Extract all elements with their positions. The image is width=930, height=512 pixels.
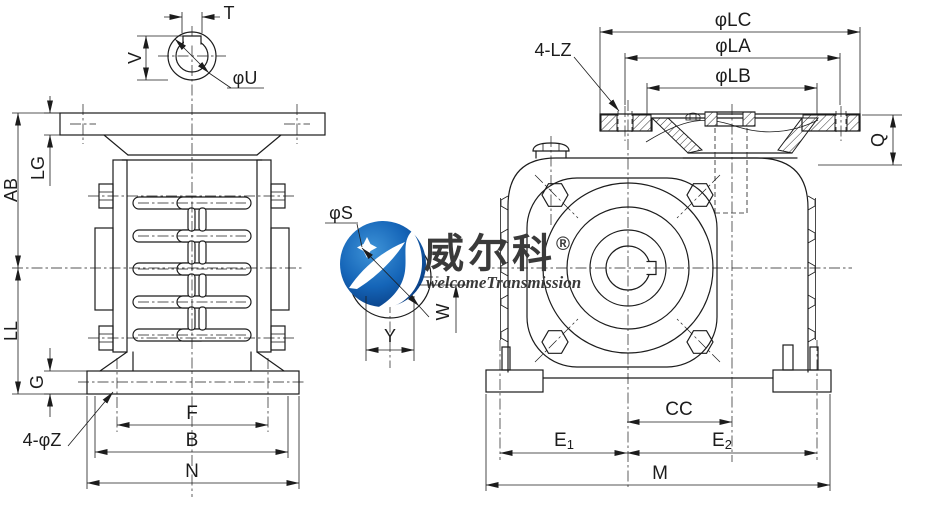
dim-label-lg: LG (28, 156, 48, 180)
dim-label-n: N (185, 461, 199, 482)
dim-label-y: Y (384, 326, 396, 346)
base-plate (86, 370, 300, 395)
dim-label-phi-lb: φLB (715, 66, 751, 87)
dim-label-t: T (224, 3, 235, 23)
dim-label-ll: LL (1, 321, 21, 341)
dim-label-phi-s: φS (329, 203, 353, 223)
dim-label-e1: E1 (554, 430, 574, 452)
input-flange-section (599, 104, 861, 462)
registered-mark: ® (556, 234, 574, 255)
input-shaft-outer (167, 31, 217, 81)
dim-label-base-holes: 4-φZ (23, 430, 62, 450)
dim-label-v: V (125, 52, 145, 64)
side-plate-left (112, 159, 128, 353)
foot-left (485, 369, 544, 393)
bearing-boss-right (270, 227, 290, 311)
dim-label-phi-lc: φLC (715, 10, 752, 31)
dim-label-b: B (186, 430, 199, 451)
flange-hex-bolts (534, 174, 721, 363)
oil-plug (532, 136, 570, 228)
dim-label-w: W (433, 304, 453, 321)
output-flange-plate (526, 177, 718, 368)
side-plate-right (256, 159, 272, 353)
foot-right (772, 369, 832, 393)
dim-label-ab: AB (1, 178, 21, 202)
dim-label-g: G (27, 375, 47, 389)
brand-watermark: 威尔科® welcomeTransmission (340, 221, 581, 309)
dim-label-m: M (652, 463, 668, 484)
housing-side-fins (500, 195, 816, 343)
dim-label-flange-holes: 4-LZ (534, 40, 571, 60)
left-side-view: AB LL LG G 4-φZ F B N (1, 26, 326, 497)
front-view: φLC φLA φLB 4-LZ Q CC E1 E2 M (478, 10, 902, 491)
dim-label-f: F (186, 403, 198, 424)
vent-plug (685, 112, 701, 121)
output-shaft-detail-dims: φS W Y (325, 203, 466, 361)
brand-name-en: welcomeTransmission (426, 273, 581, 292)
foot-stud (782, 344, 794, 371)
top-flange (59, 112, 326, 136)
dim-label-phi-u: φU (233, 68, 258, 88)
dim-label-phi-la: φLA (715, 36, 751, 57)
dim-label-q: Q (868, 133, 888, 147)
foot-stud (501, 346, 511, 371)
housing-outline (507, 157, 809, 373)
foot-stud (809, 346, 819, 371)
input-shaft-detail: T V φU (125, 3, 264, 89)
dim-label-e2: E2 (712, 430, 732, 452)
brand-name-cn: 威尔科® (424, 232, 574, 276)
bearing-boss-left (94, 227, 114, 311)
dim-label-cc: CC (665, 399, 692, 420)
